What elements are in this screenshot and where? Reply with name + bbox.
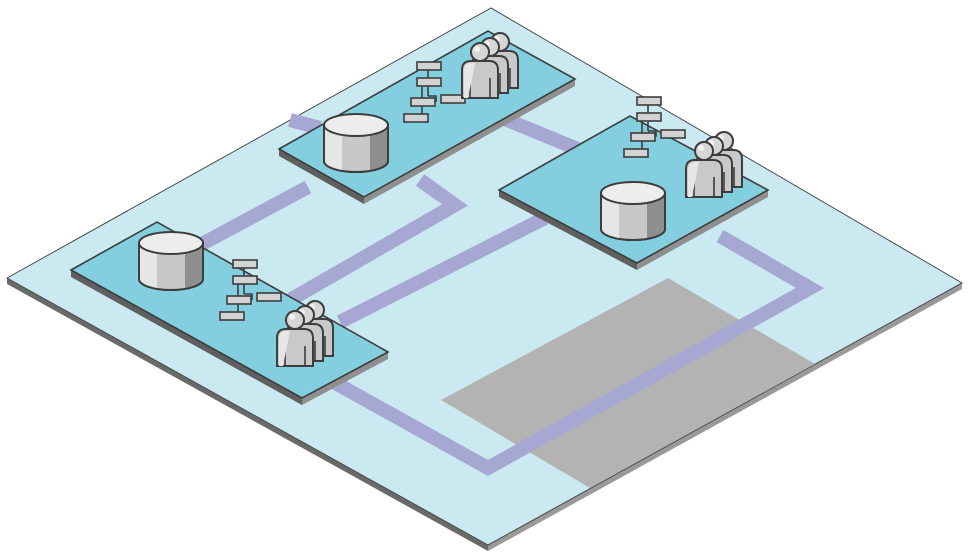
link-left-bottom [336, 211, 549, 329]
database-icon [322, 113, 390, 173]
connection-links [196, 110, 825, 477]
link-back-top [288, 113, 322, 135]
database-icon [137, 231, 205, 291]
link-top-to-left-platform [286, 174, 468, 307]
database-icon [599, 181, 667, 241]
link-loop [326, 229, 825, 477]
link-left-to-top [196, 180, 312, 252]
link-top-to-right [497, 110, 583, 157]
